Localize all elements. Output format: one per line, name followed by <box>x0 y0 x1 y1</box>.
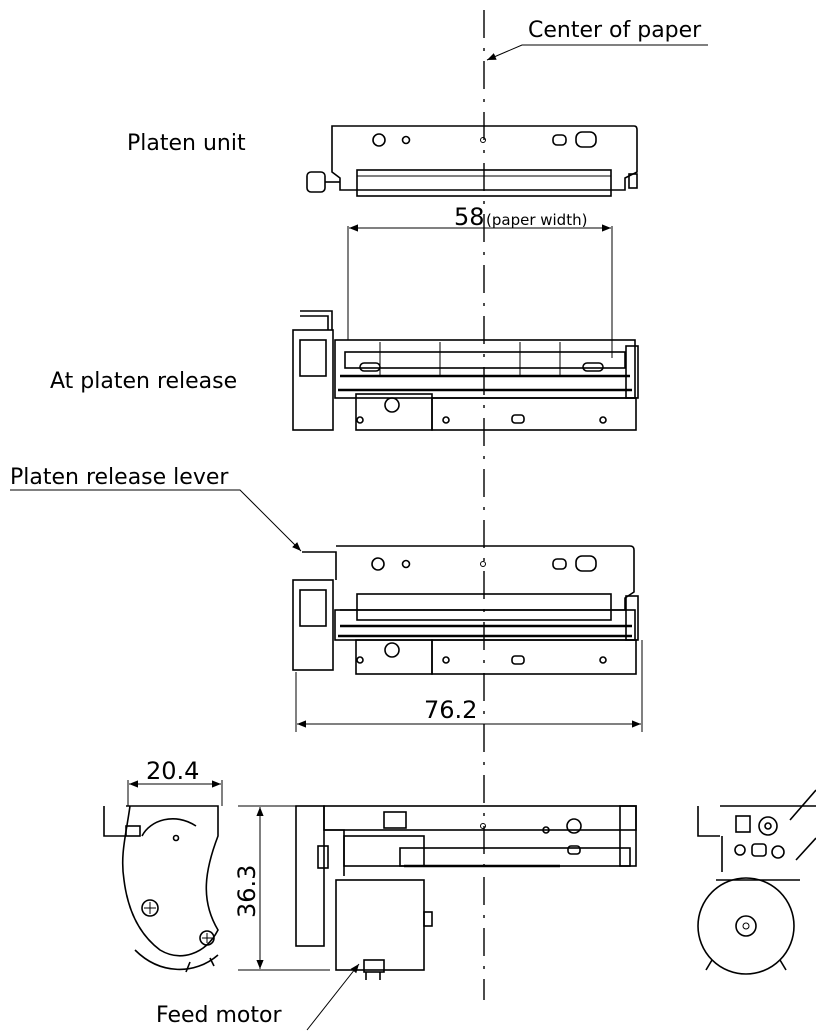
front-view-drawing <box>295 805 637 980</box>
height-dimension <box>238 805 330 971</box>
right-side-view-drawing <box>697 789 816 975</box>
paper-width-value: 58 <box>454 203 485 231</box>
height-value: 36.3 <box>233 865 261 918</box>
feed-motor-label: Feed motor <box>156 1003 282 1028</box>
feed-motor-leader <box>306 963 360 1031</box>
platen-release-lever-leader <box>10 489 302 552</box>
platen-unit-drawing <box>306 125 638 197</box>
overall-width-value: 76.2 <box>424 696 477 724</box>
side-depth-dimension <box>127 780 223 806</box>
overall-width-dimension <box>295 640 643 732</box>
paper-width-dimension <box>347 224 613 358</box>
side-depth-value: 20.4 <box>146 757 199 785</box>
platen-release-lever-drawing <box>292 545 639 675</box>
center-of-paper-label: Center of paper <box>528 18 702 43</box>
platen-unit-label: Platen unit <box>127 131 246 156</box>
at-platen-release-drawing <box>292 310 639 431</box>
left-side-view-drawing <box>103 805 219 973</box>
at-platen-release-label: At platen release <box>50 369 237 394</box>
platen-release-lever-label: Platen release lever <box>10 465 229 490</box>
center-of-paper-leader <box>486 44 708 61</box>
paper-width-note: (paper width) <box>486 211 587 229</box>
